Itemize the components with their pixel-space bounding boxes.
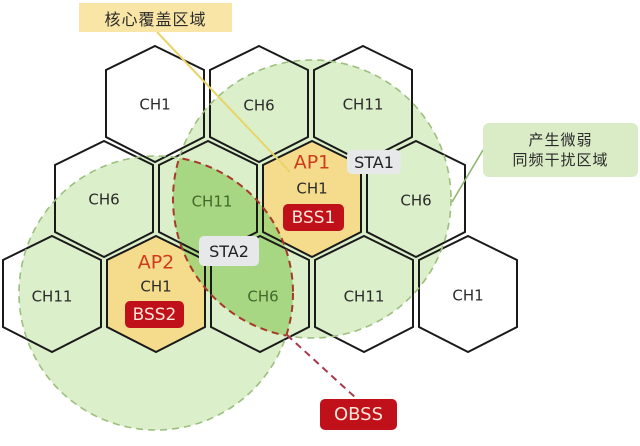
cell-label: CH11 (343, 96, 384, 114)
cell-label: CH11 (192, 193, 233, 211)
weak-interference-callout: 产生微弱 同频干扰区域 (483, 123, 638, 177)
cell-labels: CH1 CH6 CH11 CH6 CH11 CH1 CH6 CH11 CH1 C… (32, 96, 484, 306)
weak-interference-text-line2: 同频干扰区域 (512, 151, 609, 169)
obss-outline-arc-a (173, 155, 294, 338)
core-coverage-text: 核心覆盖区域 (104, 9, 207, 29)
sta2-text: STA2 (209, 241, 249, 261)
hex-cell (314, 234, 414, 354)
sta1-text: STA1 (354, 152, 394, 172)
weak-interference-leader-line (451, 149, 484, 203)
cell-label: CH11 (344, 288, 385, 306)
hex-cell (105, 44, 205, 164)
cell-label: CH6 (243, 97, 274, 115)
obss-outline-arc-b (172, 156, 293, 339)
obss-badge: OBSS (320, 399, 397, 430)
hex-cell (2, 234, 102, 354)
bss1-badge: BSS1 (283, 204, 344, 231)
bss1-text: BSS1 (291, 207, 336, 228)
bss2-text: BSS2 (132, 304, 177, 325)
hex-cell (209, 44, 309, 164)
ap1-channel-label: CH1 (296, 180, 327, 198)
cell-label: CH11 (32, 288, 73, 306)
weak-interference-text-line1: 产生微弱 (528, 131, 593, 149)
obss-leader-line (286, 334, 358, 400)
ap2-label: AP2 (138, 252, 175, 274)
obss-overlap-region (173, 156, 293, 338)
sta2-badge: STA2 (199, 236, 259, 266)
cell-label: CH1 (452, 287, 483, 305)
ap2-channel-label: CH1 (140, 278, 171, 296)
cell-label: CH6 (88, 191, 119, 209)
cell-label: CH6 (247, 288, 278, 306)
cell-label: CH6 (400, 192, 431, 210)
ap1-label: AP1 (294, 152, 331, 174)
obss-text: OBSS (333, 404, 384, 425)
hex-cell (54, 139, 154, 259)
core-coverage-callout: 核心覆盖区域 (79, 3, 232, 32)
cell-label: CH1 (139, 96, 170, 114)
core-coverage-leader-line (156, 31, 291, 173)
hex-cell (418, 234, 518, 354)
sta1-badge: STA1 (347, 150, 401, 174)
bss2-badge: BSS2 (125, 301, 184, 328)
